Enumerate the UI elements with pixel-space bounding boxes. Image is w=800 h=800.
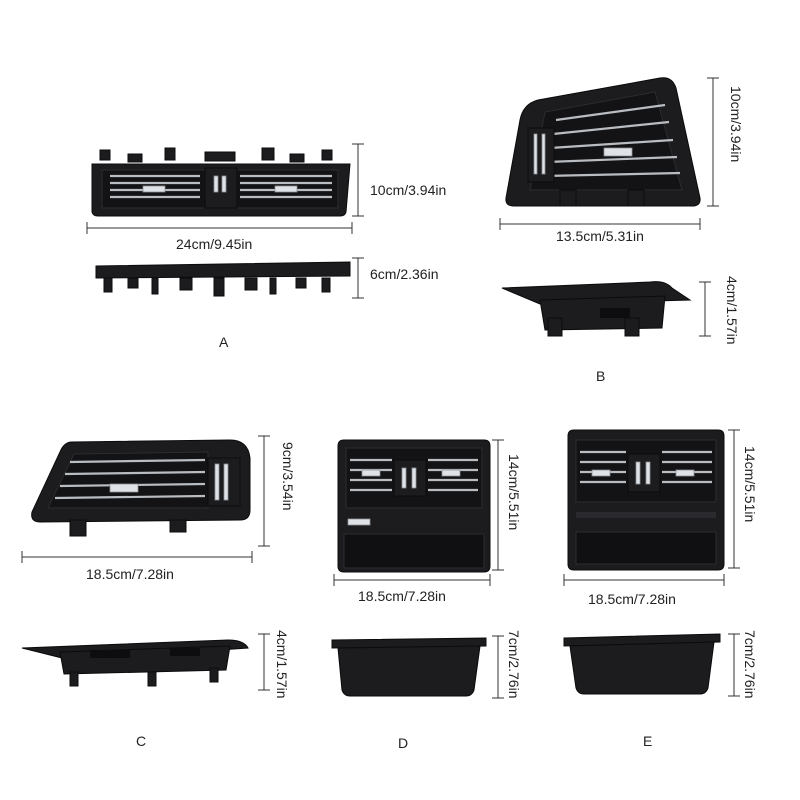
part-c-height-label: 9cm/3.54in [280,442,296,511]
part-e-slats [580,450,712,484]
part-d-dimension-lines [333,439,504,699]
part-b-width-label: 13.5cm/5.31in [556,228,644,244]
part-b-depth-label: 4cm/1.57in [724,276,740,345]
part-a-front-view [91,147,351,217]
part-c-letter: C [136,733,147,749]
part-b-dimension-lines [499,77,719,337]
part-a-slats [110,174,332,199]
part-c-top-view [21,639,249,687]
part-c-dimension-lines [21,435,270,691]
part-e-letter: E [643,733,653,749]
part-c-depth-label: 4cm/1.57in [274,630,290,699]
part-d-top-view [331,637,487,697]
part-b-height-label: 10cm/3.94in [728,86,744,163]
part-e-top-view [563,633,721,695]
part-a-top-view [95,261,351,297]
part-a-width-label: 24cm/9.45in [176,236,253,252]
part-e-height-label: 14cm/5.51in [742,446,758,523]
part-d-slats [350,458,478,492]
part-d-front-view [337,439,491,573]
part-d-width-label: 18.5cm/7.28in [358,588,446,604]
part-d-letter: D [398,735,409,751]
part-a-dimension-lines [86,143,364,299]
part-a-depth-label: 6cm/2.36in [370,266,439,282]
part-c-front-view [31,439,251,537]
part-b-top-view [501,281,692,337]
part-a-letter: A [219,334,229,350]
part-e-depth-label: 7cm/2.76in [742,630,758,699]
part-e-dimension-lines [563,429,740,697]
part-a-height-label: 10cm/3.94in [370,182,447,198]
part-d-depth-label: 7cm/2.76in [506,630,522,699]
part-b-letter: B [596,368,606,384]
part-c-width-label: 18.5cm/7.28in [86,566,174,582]
part-e-front-view [567,429,725,571]
part-b-slats [543,103,681,178]
part-b-front-view [505,77,701,207]
part-d-height-label: 14cm/5.51in [506,454,522,531]
part-e-width-label: 18.5cm/7.28in [588,591,676,607]
